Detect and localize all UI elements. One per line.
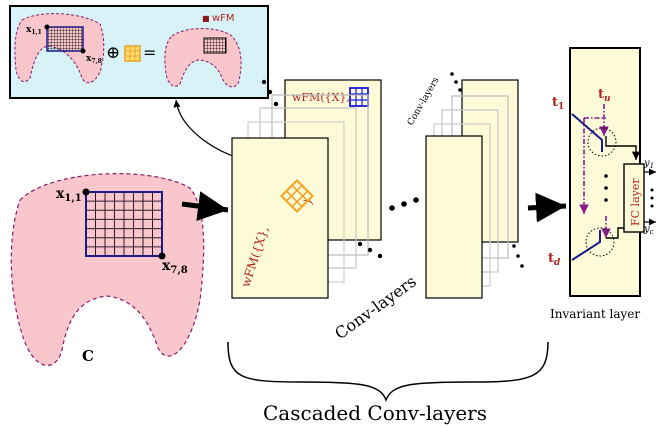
bottom-caption: Cascaded Conv-layers bbox=[263, 401, 487, 425]
fc-layer-label: FC layer bbox=[629, 178, 642, 226]
fc-layer-box bbox=[623, 163, 645, 233]
conv1-front-sheet bbox=[231, 137, 329, 299]
output-label-yc: yc bbox=[643, 224, 654, 236]
invariant-caption: Invariant layer bbox=[550, 307, 640, 321]
inset-grid-left bbox=[46, 26, 84, 52]
main-point-x78 bbox=[158, 252, 166, 260]
conv2-dots bbox=[450, 72, 524, 268]
inset-oplus: ⊕ bbox=[106, 43, 120, 63]
invariant-line-lower bbox=[571, 230, 601, 261]
inset-legend-marker: ■ bbox=[202, 14, 210, 23]
inset-point-x78 bbox=[80, 48, 86, 54]
output-label-y1: y1 bbox=[643, 158, 654, 170]
conv-block-2: Conv-layers bbox=[406, 72, 524, 299]
conv2-front-sheet bbox=[425, 135, 483, 299]
conv1-front-filter-icon bbox=[280, 179, 314, 213]
invariant-connector-upper bbox=[605, 136, 641, 160]
arrow-blob-to-conv1 bbox=[181, 191, 229, 221]
invariant-arc-lower bbox=[585, 227, 615, 257]
inset-legend-text: wFM bbox=[212, 13, 235, 24]
inset-filter bbox=[124, 45, 141, 62]
inset-grid-right bbox=[203, 37, 227, 54]
conv-block-1: wFM({X}, wFM({X}, ) Conv-layers bbox=[231, 79, 420, 343]
main-label-x11: x1,1 bbox=[56, 186, 82, 204]
between-blocks-ellipsis bbox=[389, 197, 419, 211]
conv1-back-label: wFM({X}, bbox=[292, 91, 350, 104]
invariant-line-upper bbox=[571, 113, 603, 152]
output-dots bbox=[650, 188, 654, 208]
main-label-x78: x7,8 bbox=[162, 258, 188, 276]
arrow-conv2-to-invariant bbox=[527, 192, 567, 223]
inset-link-arrow bbox=[173, 99, 239, 159]
main-blob bbox=[10, 173, 205, 367]
inset-label-x78: x7,8 bbox=[86, 54, 102, 65]
invariant-connector-lower bbox=[606, 227, 624, 239]
inset-panel: x1,1 x7,8 ⊕ = ■ wFM bbox=[9, 5, 269, 99]
invariant-label-tu: tu bbox=[598, 87, 611, 104]
invariant-dots bbox=[604, 174, 608, 202]
main-point-x11 bbox=[82, 188, 90, 196]
invariant-label-td: td bbox=[548, 251, 561, 268]
inset-label-x11: x1,1 bbox=[26, 25, 42, 36]
invariant-arc-upper bbox=[587, 127, 617, 157]
main-blob-group: x1,1 x7,8 C bbox=[10, 173, 205, 367]
invariant-layer: t1 tu td FC layer y1 yc Invariant layer bbox=[548, 47, 656, 321]
invariant-label-t1: t1 bbox=[552, 95, 564, 112]
main-grid bbox=[85, 191, 163, 257]
inset-point-x11 bbox=[44, 24, 50, 30]
cascade-brace bbox=[227, 341, 549, 403]
conv1-dots bbox=[261, 79, 383, 259]
main-label-c: C bbox=[82, 347, 94, 365]
conv2-caption: Conv-layers bbox=[406, 76, 442, 128]
inset-equals: = bbox=[143, 43, 156, 62]
